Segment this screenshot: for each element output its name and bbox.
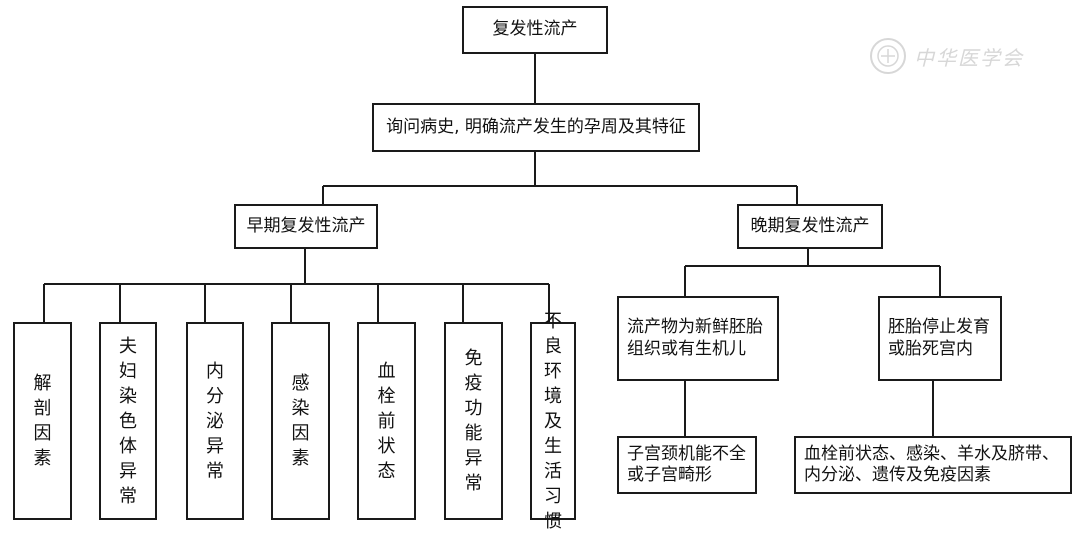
late-branch-fresh-tissue: 流产物为新鲜胚胎 组织或有生机儿	[617, 296, 779, 381]
cause-label: 感染因素	[291, 373, 310, 469]
cause-infection: 感染因素	[271, 322, 330, 520]
cause-environment: 不良环境及生活习惯	[530, 311, 576, 532]
root-node: 复发性流产	[462, 6, 608, 54]
cause-anatomical: 解剖因素	[13, 322, 72, 520]
early-rpl-node: 早期复发性流产	[234, 204, 378, 249]
cause-immune: 免疫功能异常	[444, 322, 503, 520]
fresh-tissue-line-2: 组织或有生机儿	[627, 338, 746, 359]
early-rpl-label: 早期复发性流产	[246, 215, 366, 236]
result-cervical-uterine: 子宫颈机能不全 或子宫畸形	[617, 436, 757, 494]
watermark-text: 中华医学会	[914, 45, 1024, 70]
history-step-label: 询问病史, 明确流产发生的孕周及其特征	[386, 116, 686, 137]
cause-endocrine: 内分泌异常	[186, 322, 244, 520]
multifactor-line-2: 内分泌、遗传及免疫因素	[804, 465, 991, 485]
seal-icon	[870, 38, 906, 74]
cause-label: 免疫功能异常	[464, 348, 483, 494]
cause-thrombophilia: 血栓前状态	[357, 322, 416, 520]
cause-label: 夫妇染色体异常	[118, 335, 137, 507]
watermark: 中华医学会	[868, 36, 1024, 76]
fresh-tissue-line-1: 流产物为新鲜胚胎	[627, 317, 763, 338]
history-step-node: 询问病史, 明确流产发生的孕周及其特征	[372, 103, 700, 152]
arrested-line-2: 或胎死宫内	[888, 338, 973, 359]
cause-label: 血栓前状态	[377, 360, 396, 482]
result-multifactor: 血栓前状态、感染、羊水及脐带、 内分泌、遗传及免疫因素	[794, 436, 1072, 494]
arrested-line-1: 胚胎停止发育	[888, 317, 990, 338]
late-rpl-node: 晚期复发性流产	[737, 204, 883, 249]
cause-label: 不良环境及生活习惯	[543, 310, 562, 532]
cause-label: 内分泌异常	[205, 360, 224, 482]
cause-chromosomal: 夫妇染色体异常	[99, 322, 157, 520]
root-label: 复发性流产	[492, 19, 578, 40]
cause-label: 解剖因素	[33, 373, 52, 469]
late-rpl-label: 晚期复发性流产	[750, 215, 870, 236]
late-branch-arrested: 胚胎停止发育 或胎死宫内	[878, 296, 1002, 381]
multifactor-line-1: 血栓前状态、感染、羊水及脐带、	[804, 443, 1059, 464]
cervical-line-2: 或子宫畸形	[627, 465, 712, 485]
cervical-line-1: 子宫颈机能不全	[627, 443, 746, 464]
